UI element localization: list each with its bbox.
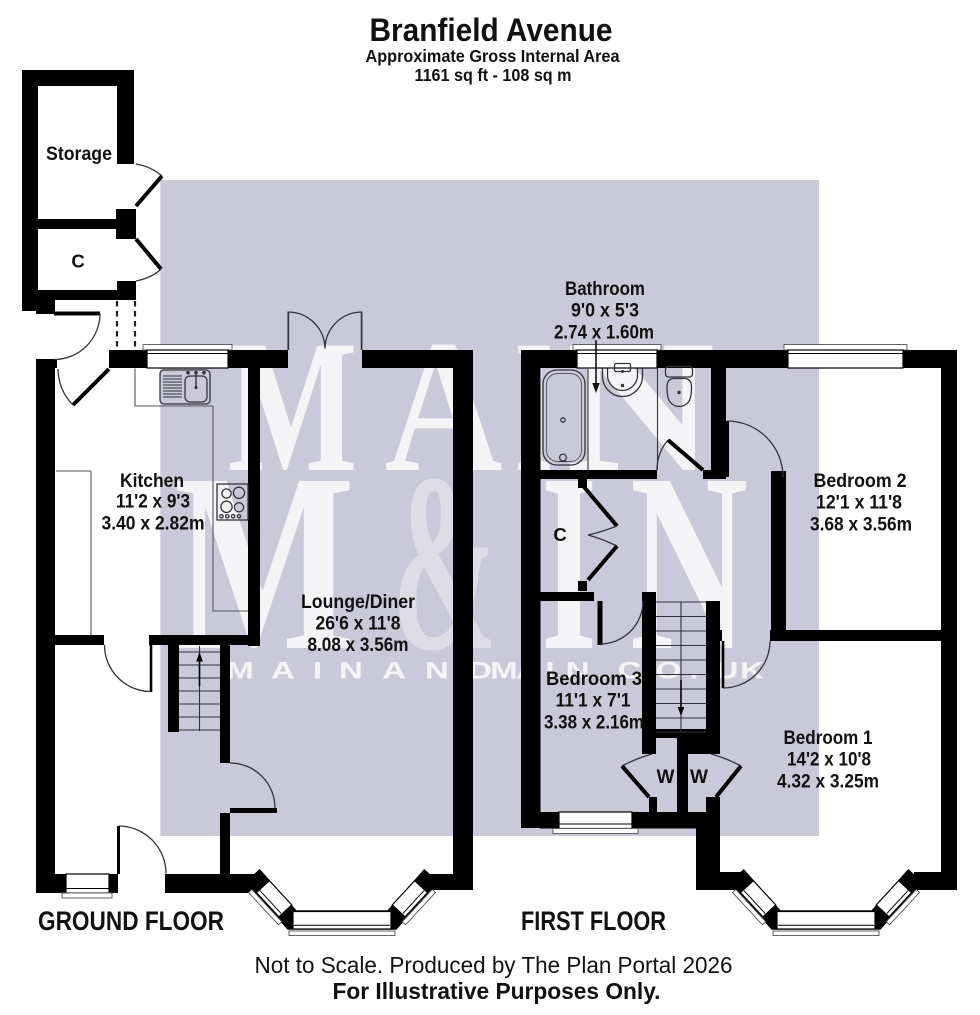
svg-text:9'0 x 5'3: 9'0 x 5'3 [571, 300, 639, 322]
svg-text:12'1 x 11'8: 12'1 x 11'8 [816, 492, 902, 514]
svg-text:.: . [599, 657, 608, 684]
svg-text:A: A [271, 657, 295, 684]
svg-text:26'6 x 11'8: 26'6 x 11'8 [316, 613, 401, 635]
svg-text:C: C [618, 657, 642, 684]
svg-text:For Illustrative Purposes Only: For Illustrative Purposes Only. [333, 978, 661, 1004]
svg-text:N: N [425, 657, 449, 684]
svg-text:M: M [226, 657, 254, 684]
svg-text:Kitchen: Kitchen [120, 470, 184, 492]
svg-text:Bedroom 1: Bedroom 1 [784, 727, 873, 749]
svg-text:U: U [714, 657, 738, 684]
svg-text:W: W [657, 767, 675, 788]
svg-text:D: D [468, 657, 492, 684]
svg-text:Approximate Gross Internal Are: Approximate Gross Internal Area [366, 46, 620, 66]
svg-text:M: M [490, 657, 518, 684]
svg-text:11'2 x 9'3: 11'2 x 9'3 [116, 491, 190, 513]
svg-text:4.32 x 3.25m: 4.32 x 3.25m [777, 771, 879, 793]
svg-text:W: W [690, 767, 708, 788]
svg-text:3.38 x 2.16m: 3.38 x 2.16m [544, 712, 644, 734]
svg-text:N: N [339, 657, 363, 684]
svg-text:C: C [553, 524, 566, 545]
svg-text:I: I [545, 657, 554, 684]
svg-text:11'1 x 7'1: 11'1 x 7'1 [556, 690, 631, 712]
svg-text:Storage: Storage [46, 144, 112, 165]
svg-text:O: O [656, 657, 682, 684]
svg-text:&: & [392, 422, 497, 704]
svg-text:K: K [740, 657, 764, 684]
svg-text:3.40 x 2.82m: 3.40 x 2.82m [102, 513, 205, 535]
svg-text:GROUND FLOOR: GROUND FLOOR [38, 906, 224, 936]
svg-text:I: I [313, 657, 322, 684]
svg-text:Bathroom: Bathroom [565, 278, 645, 300]
svg-text:A: A [385, 302, 503, 512]
svg-text:M: M [174, 422, 355, 704]
svg-text:2.74 x 1.60m: 2.74 x 1.60m [554, 322, 654, 344]
svg-text:FIRST FLOOR: FIRST FLOOR [521, 906, 666, 936]
svg-text:Branfield Avenue: Branfield Avenue [370, 12, 613, 48]
svg-text:Bedroom 2: Bedroom 2 [814, 470, 907, 492]
svg-text:14'2 x 10'8: 14'2 x 10'8 [787, 749, 871, 771]
svg-text:Not to Scale. Produced by The: Not to Scale. Produced by The Plan Porta… [255, 952, 733, 978]
svg-text:Bedroom 3: Bedroom 3 [546, 668, 642, 690]
svg-text:N: N [566, 657, 590, 684]
svg-text:3.68 x 3.56m: 3.68 x 3.56m [810, 514, 912, 536]
svg-text:C: C [71, 251, 84, 272]
svg-text:Lounge/Diner: Lounge/Diner [301, 591, 415, 613]
svg-text:8.08 x 3.56m: 8.08 x 3.56m [308, 634, 409, 656]
svg-text:1161 sq ft - 108 sq m: 1161 sq ft - 108 sq m [415, 65, 572, 85]
svg-text:A: A [382, 657, 406, 684]
svg-text:.: . [689, 657, 698, 684]
